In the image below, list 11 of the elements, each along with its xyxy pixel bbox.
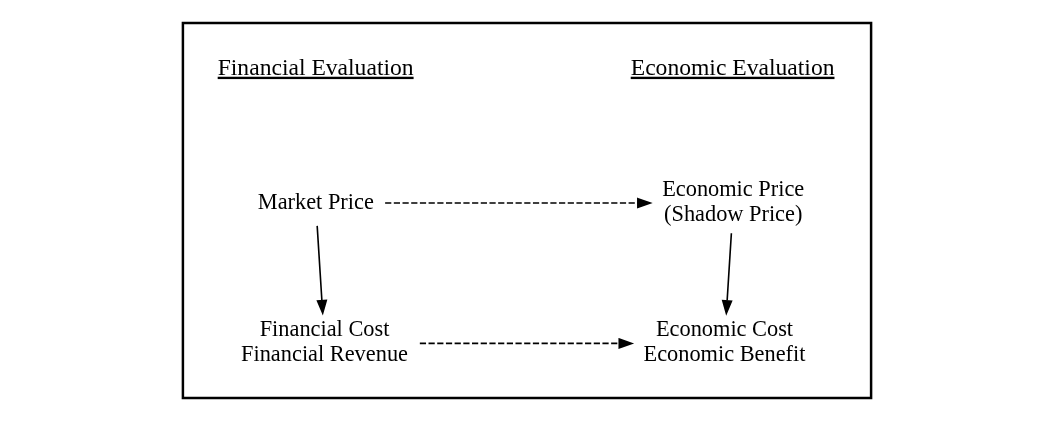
label: Financial Evaluation (217, 53, 414, 80)
node-text: Market Price (257, 188, 374, 214)
arrow (721, 232, 733, 316)
arrow (315, 225, 327, 316)
arrow (418, 337, 634, 349)
node-text: Economic Cost Economic Benefit (643, 316, 805, 367)
label: Economic Evaluation (630, 53, 834, 80)
node-text: Economic Price (Shadow Price) (661, 176, 804, 226)
node-text: Financial Cost Financial Revenue (240, 316, 408, 367)
cluster (181, 21, 872, 400)
arrow (383, 197, 653, 209)
